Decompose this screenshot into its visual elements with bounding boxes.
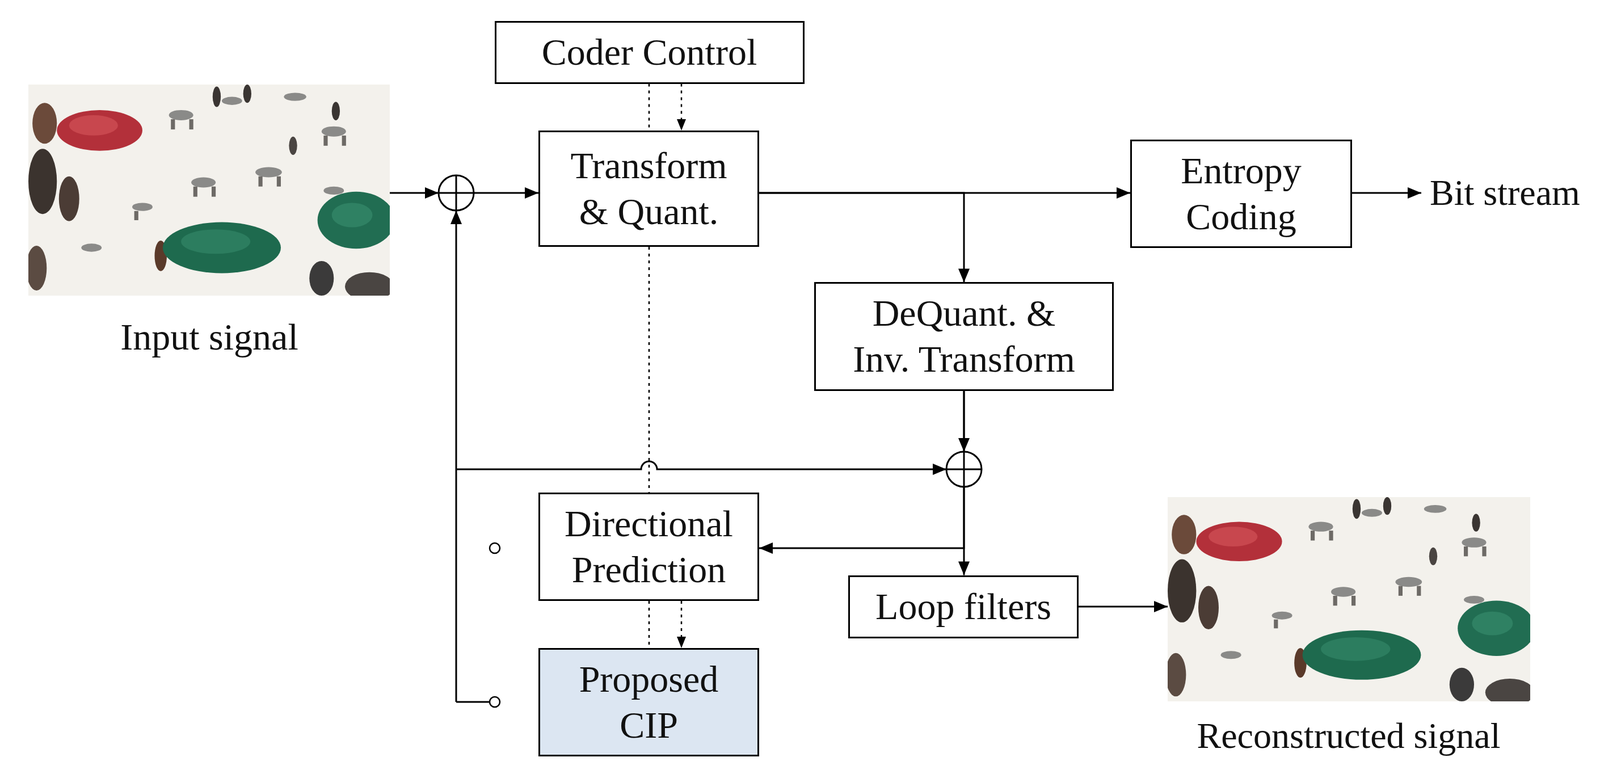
arrow-head: [1116, 187, 1131, 199]
process-box: Transform & Quant.: [538, 130, 760, 247]
arrow-head: [1154, 600, 1168, 613]
connector-line: [648, 83, 651, 132]
sum-cross: [963, 451, 966, 487]
process-box: DeQuant. & Inv. Transform: [814, 281, 1114, 391]
process-box: Coder Control: [494, 20, 805, 84]
signal-connector: [759, 192, 970, 282]
switch-line: [456, 701, 490, 703]
proposed-module-box: Proposed CIP: [538, 647, 760, 757]
output-line: [1072, 605, 1168, 608]
box-label: Transform & Quant.: [563, 142, 735, 235]
control-connector: [676, 600, 686, 648]
arrow-head: [676, 636, 686, 648]
arrow-head: [958, 268, 970, 282]
connector-line: [648, 246, 651, 493]
arrow-head: [932, 463, 947, 475]
arrow-head: [424, 187, 439, 199]
connector-line: [963, 390, 966, 576]
process-box: Loop filters: [848, 575, 1079, 639]
signal-connector: [759, 390, 964, 554]
node-text-block: Coder Control: [507, 29, 792, 76]
box-label: Directional Prediction: [558, 500, 740, 593]
input-image: [26, 84, 395, 301]
process-box: Directional Prediction: [538, 492, 760, 601]
signal-label: Bit stream: [1429, 173, 1581, 213]
prediction-line: [455, 210, 458, 702]
control-connector: [649, 83, 650, 132]
arrow-head: [759, 542, 773, 554]
switch-contact: [489, 542, 500, 554]
arrow-head: [1407, 187, 1422, 199]
node-text-block: Proposed CIP: [563, 656, 735, 748]
box-label: Proposed CIP: [563, 656, 735, 748]
arrow-head: [450, 210, 462, 225]
sum-cross: [455, 175, 458, 211]
prediction-line: [456, 461, 947, 470]
box-label: Loop filters: [861, 583, 1066, 630]
signal-label: Input signal: [120, 316, 298, 359]
process-box: Entropy Coding: [1130, 139, 1353, 248]
arrow-head: [958, 438, 970, 452]
node-text-block: Entropy Coding: [1156, 148, 1327, 240]
connector-line: [648, 600, 651, 648]
node-text-block: Transform & Quant.: [563, 142, 735, 235]
reconstructed-image: [1165, 497, 1536, 707]
arrow-head: [676, 119, 686, 131]
box-label: DeQuant. & Inv. Transform: [844, 290, 1084, 382]
connector-line: [759, 192, 964, 282]
sum-circle: [946, 451, 982, 487]
arrow-head: [524, 187, 539, 199]
node-text-block: Loop filters: [861, 583, 1066, 630]
switch-contact: [489, 696, 500, 707]
node-text-block: DeQuant. & Inv. Transform: [844, 290, 1084, 382]
control-connector: [676, 83, 686, 132]
control-connector: [649, 246, 650, 493]
box-label: Entropy Coding: [1156, 148, 1327, 240]
sum-junction: [946, 438, 982, 487]
signal-label: Reconstructed signal: [1197, 716, 1501, 756]
node-text-block: Directional Prediction: [558, 500, 740, 593]
control-connector: [649, 600, 650, 648]
box-label: Coder Control: [507, 29, 792, 76]
sum-circle: [438, 175, 474, 211]
sum-junction: [438, 175, 474, 211]
arrow-head: [958, 561, 970, 576]
